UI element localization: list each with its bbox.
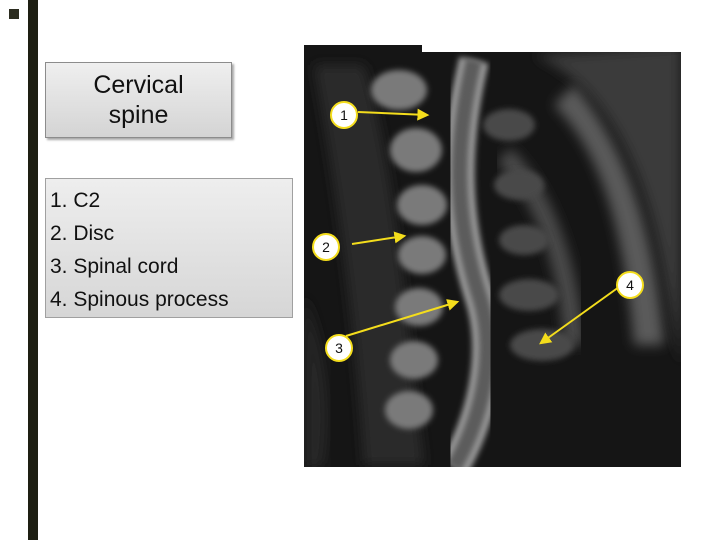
legend-box: 1. C2 2. Disc 3. Spinal cord 4. Spinous …: [45, 178, 293, 318]
legend-list: 1. C2 2. Disc 3. Spinal cord 4. Spinous …: [50, 184, 292, 316]
corner-square-decoration: [9, 9, 19, 19]
legend-item-spinous-process: 4. Spinous process: [50, 288, 229, 311]
title-box: Cervical spine: [45, 62, 232, 138]
mri-illustration: [304, 45, 681, 467]
marker-2: 2: [312, 233, 340, 261]
marker-1: 1: [330, 101, 358, 129]
legend-item-disc: 2. Disc: [50, 222, 115, 245]
left-accent-gap: [38, 0, 42, 540]
slide-title: Cervical spine: [93, 71, 184, 129]
legend-item-spinal-cord: 3. Spinal cord: [50, 255, 179, 278]
marker-4: 4: [616, 271, 644, 299]
mri-top-strip: [422, 45, 681, 52]
mri-image: [304, 45, 681, 467]
left-accent-bar: [28, 0, 38, 540]
legend-item-c2: 1. C2: [50, 189, 101, 212]
marker-3: 3: [325, 334, 353, 362]
